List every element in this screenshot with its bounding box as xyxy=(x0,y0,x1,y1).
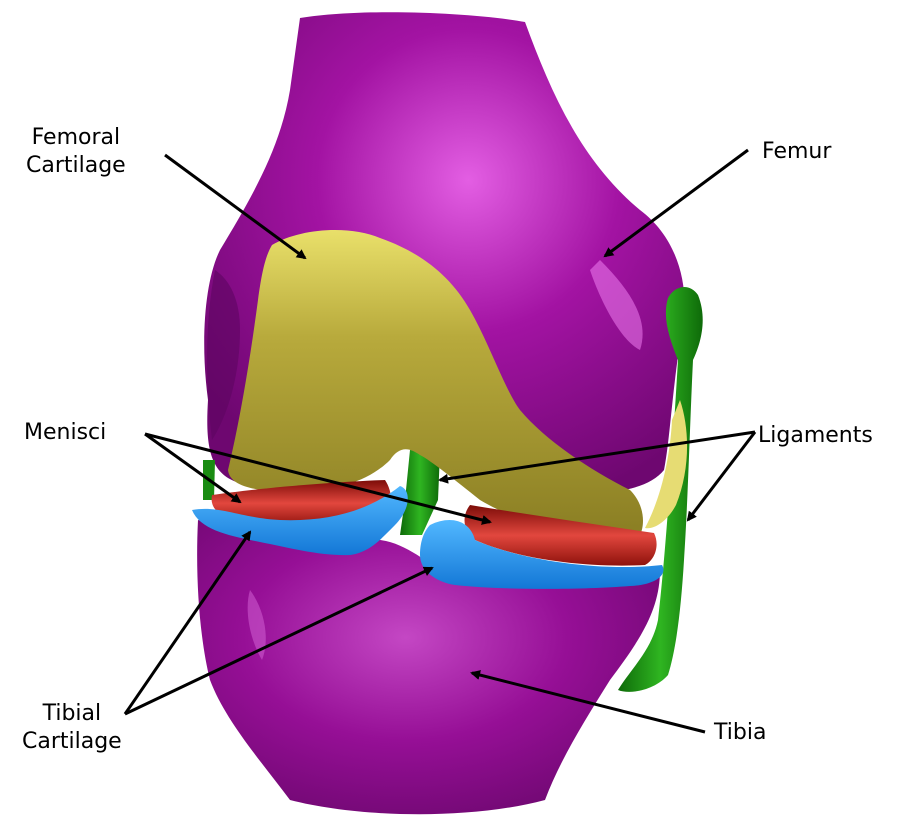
label-tibial-cartilage: Tibial Cartilage xyxy=(22,700,122,756)
label-femoral-cartilage-line2: Cartilage xyxy=(26,152,126,180)
label-femoral-cartilage-line1: Femoral xyxy=(26,124,126,152)
label-menisci: Menisci xyxy=(24,419,106,447)
arrow-ligaments-collateral xyxy=(688,432,755,520)
label-tibia: Tibia xyxy=(714,719,766,747)
label-ligaments: Ligaments xyxy=(758,422,873,450)
label-tibial-cartilage-line2: Cartilage xyxy=(22,728,122,756)
label-tibial-cartilage-line1: Tibial xyxy=(22,700,122,728)
label-femoral-cartilage: Femoral Cartilage xyxy=(26,124,126,180)
label-femur: Femur xyxy=(762,138,831,166)
